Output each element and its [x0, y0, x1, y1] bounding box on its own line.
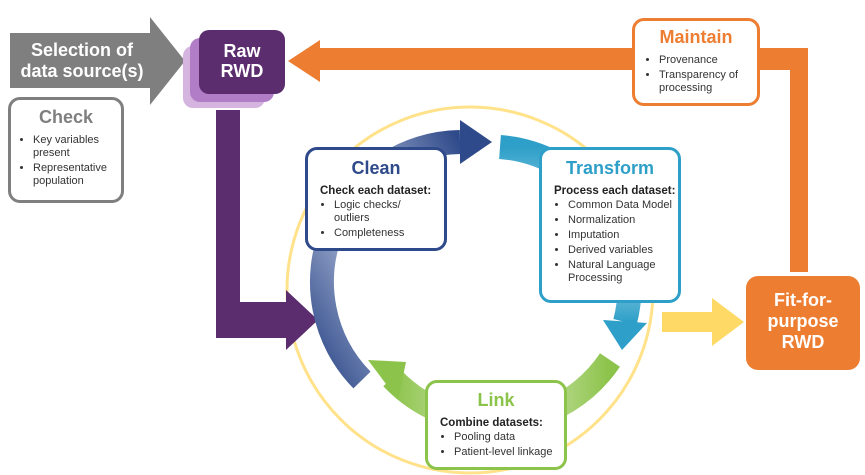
- maintain-list: Provenance Transparency of processing: [635, 54, 757, 95]
- check-list: Key variables present Representative pop…: [11, 134, 121, 188]
- source-label-line1: Selection of: [30, 40, 133, 60]
- raw-rwd-box: Raw RWD: [199, 30, 285, 94]
- transform-title: Transform: [565, 158, 655, 178]
- link-subtitle: Combine datasets:: [440, 417, 543, 429]
- transform-item: Derived variables: [568, 244, 672, 257]
- raw-rwd-line2: RWD: [220, 61, 264, 81]
- transform-item: Common Data Model: [568, 199, 672, 212]
- link-box: Link Combine datasets: Pooling data Pati…: [425, 380, 567, 470]
- check-item: Key variables present: [33, 134, 115, 160]
- link-cycle-arrow-head: [368, 360, 406, 400]
- selection-arrow: [10, 17, 185, 105]
- clean-cycle-arrow-head: [460, 120, 492, 164]
- source-label: Selection of data source(s): [14, 40, 150, 82]
- fit-for-purpose-box: Fit-for- purpose RWD: [746, 276, 860, 370]
- purple-elbow-arrow: [216, 110, 318, 350]
- maintain-item: Transparency of processing: [659, 69, 751, 95]
- maintain-item: Provenance: [659, 54, 751, 67]
- link-title: Link: [477, 390, 515, 410]
- check-item: Representative population: [33, 162, 115, 188]
- transform-item: Imputation: [568, 229, 672, 242]
- clean-list: Logic checks/ outliers Completeness: [308, 199, 444, 240]
- output-arrow: [662, 298, 744, 346]
- check-title: Check: [38, 107, 94, 127]
- fit-line2: purpose: [767, 311, 839, 331]
- clean-item: Logic checks/ outliers: [334, 199, 438, 225]
- clean-item: Completeness: [334, 227, 438, 240]
- raw-rwd-line1: Raw: [223, 41, 261, 61]
- transform-subtitle: Process each dataset:: [554, 185, 676, 197]
- clean-subtitle: Check each dataset:: [320, 185, 432, 197]
- clean-title: Clean: [351, 158, 401, 178]
- transform-box: Transform Process each dataset: Common D…: [539, 147, 681, 303]
- maintain-box: Maintain Provenance Transparency of proc…: [632, 18, 760, 106]
- clean-box: Clean Check each dataset: Logic checks/ …: [305, 147, 447, 251]
- link-list: Pooling data Patient-level linkage: [428, 431, 564, 459]
- transform-cycle-arrow-head: [603, 320, 647, 350]
- transform-list: Common Data Model Normalization Imputati…: [542, 199, 678, 285]
- link-item: Pooling data: [454, 431, 558, 444]
- transform-item: Normalization: [568, 214, 672, 227]
- fit-line1: Fit-for-: [774, 290, 832, 310]
- maintain-title: Maintain: [659, 27, 733, 47]
- fit-line3: RWD: [781, 332, 825, 352]
- link-item: Patient-level linkage: [454, 446, 558, 459]
- transform-item: Natural Language Processing: [568, 259, 672, 285]
- check-box: Check Key variables present Representati…: [8, 97, 124, 203]
- source-label-line2: data source(s): [20, 61, 144, 81]
